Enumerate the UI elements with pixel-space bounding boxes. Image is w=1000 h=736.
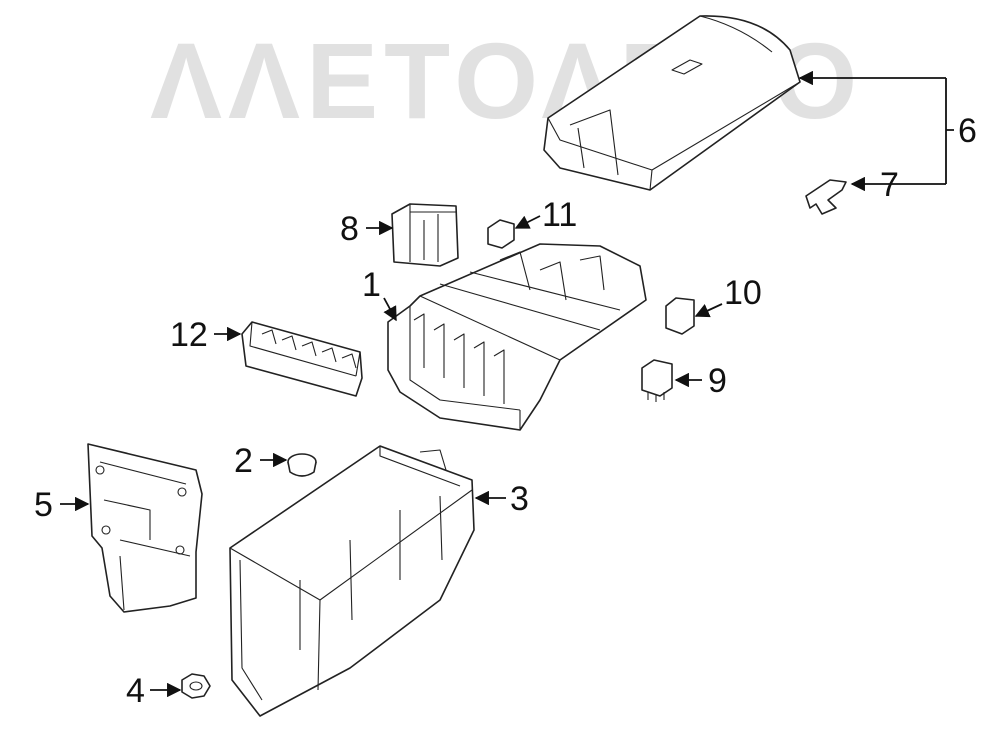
callout-12: 12 [170, 316, 208, 354]
callout-1: 1 [362, 266, 381, 304]
callout-4: 4 [126, 672, 145, 710]
callout-7: 7 [880, 166, 899, 204]
part-3-lower-tray [229, 445, 475, 717]
callout-9: 9 [708, 362, 727, 400]
part-10-fuse [665, 297, 695, 335]
leader-6-bracket [806, 77, 954, 184]
part-9-relay [641, 359, 673, 402]
callout-10: 10 [724, 274, 762, 312]
part-1-fuse-block [387, 243, 647, 431]
part-12-fuse-strip [241, 321, 363, 397]
part-11-relay [487, 219, 515, 249]
callout-labels: 1 2 3 4 5 6 7 8 9 10 11 12 [34, 112, 977, 710]
part-6-cover [543, 15, 801, 191]
leader-10 [694, 303, 723, 318]
callout-2: 2 [234, 442, 253, 480]
part-7-clip [805, 179, 847, 215]
leader-lines [60, 70, 954, 698]
callout-8: 8 [340, 210, 359, 248]
callout-11: 11 [542, 196, 577, 234]
leader-1 [383, 297, 397, 322]
leader-11 [514, 215, 541, 229]
callout-6: 6 [958, 112, 977, 150]
part-4-nut [181, 673, 211, 699]
part-2-grommet [287, 453, 317, 477]
callout-5: 5 [34, 486, 53, 524]
part-5-bracket [87, 443, 203, 613]
callout-3: 3 [510, 480, 529, 518]
part-8-connector [391, 203, 459, 267]
